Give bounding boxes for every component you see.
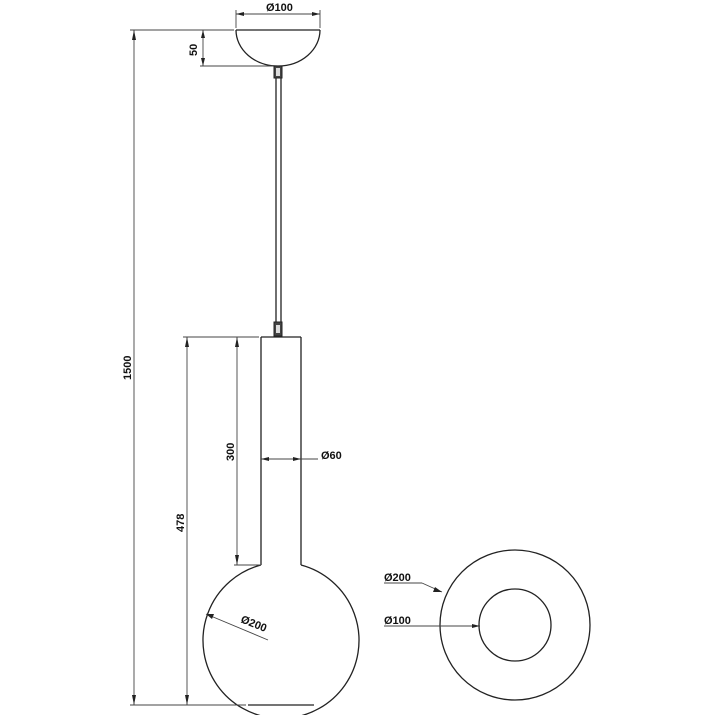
neck-diameter-label: Ø60 (321, 450, 342, 462)
neck-height-dimension: 300 (225, 337, 261, 566)
canopy-diameter-label: Ø100 (266, 2, 293, 14)
suspension-cord (273, 65, 283, 337)
globe-shade (202, 564, 360, 715)
shade-height-dimension: 478 (175, 336, 259, 705)
total-height-label: 1500 (122, 356, 134, 380)
total-height-dimension: 1500 (122, 29, 246, 706)
neck-diameter-dimension: Ø60 (261, 450, 342, 462)
top-outer-diameter-label: Ø200 (384, 572, 411, 584)
neck-height-label: 300 (225, 443, 237, 461)
shade-neck (260, 336, 302, 565)
globe-diameter-dimension: Ø200 (205, 613, 268, 641)
top-inner-diameter-label: Ø100 (384, 615, 411, 627)
top-inner-diameter-dimension: Ø100 (384, 615, 480, 628)
top-outer-diameter-dimension: Ø200 (384, 572, 443, 593)
canopy-height-dimension: 50 (188, 29, 274, 67)
canopy (235, 29, 321, 67)
top-view (439, 549, 591, 701)
canopy-diameter-dimension: Ø100 (235, 2, 321, 28)
shade-height-label: 478 (175, 514, 187, 532)
canopy-height-label: 50 (188, 44, 200, 56)
globe-diameter-label: Ø200 (239, 614, 268, 635)
